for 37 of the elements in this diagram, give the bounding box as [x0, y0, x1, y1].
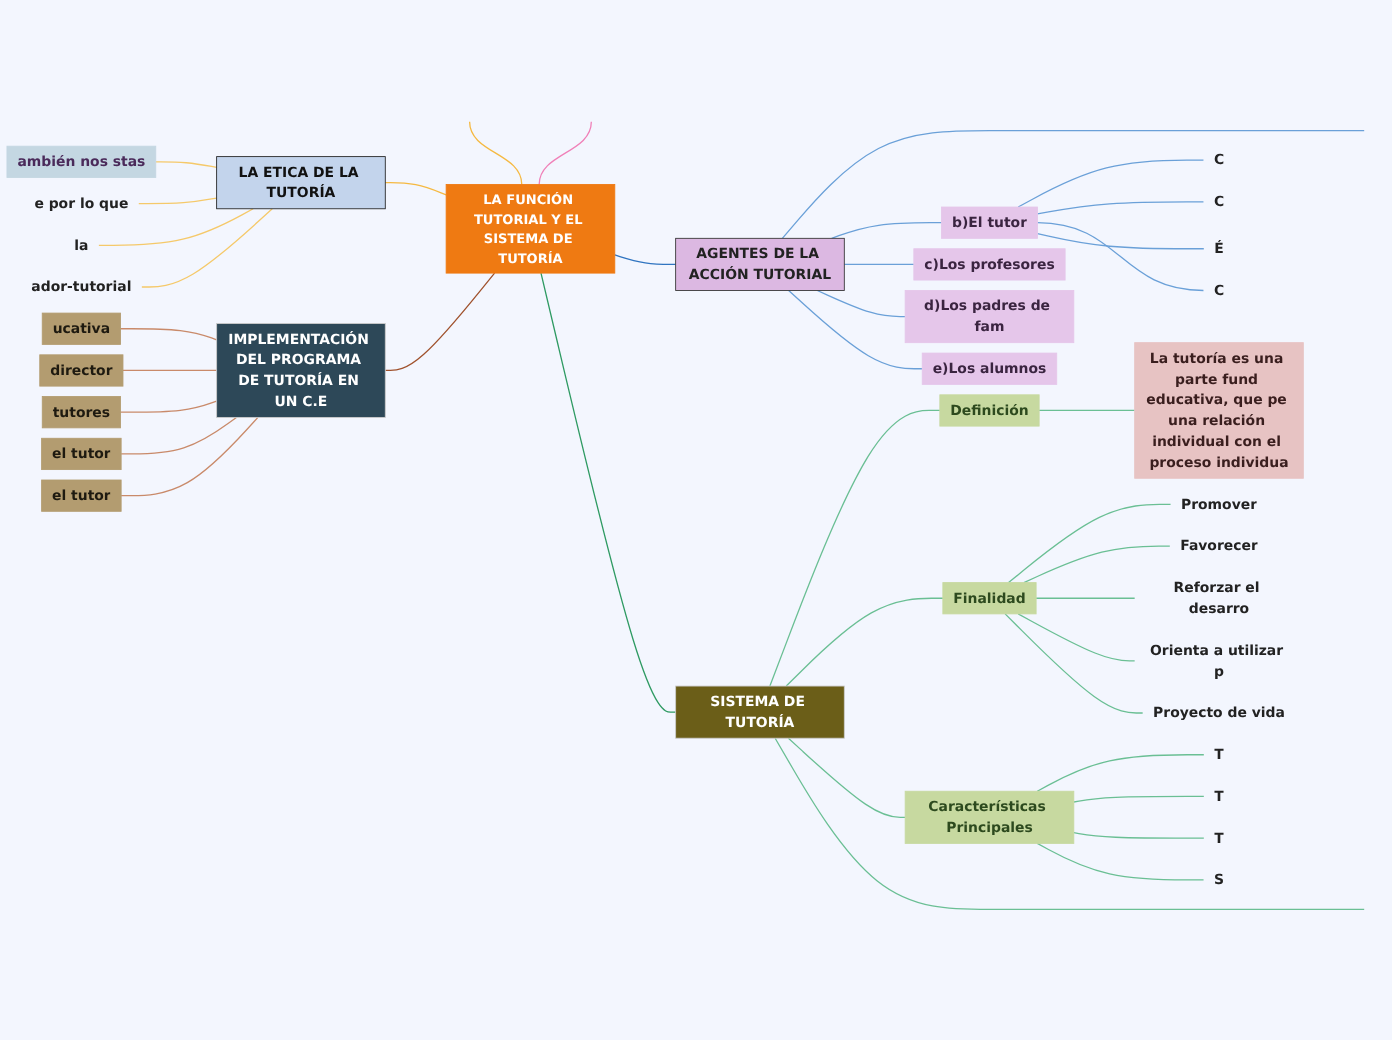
connector — [119, 400, 218, 413]
connector — [384, 272, 496, 372]
connector — [785, 597, 944, 687]
connector — [120, 416, 238, 455]
connector — [1036, 754, 1205, 792]
connector — [1004, 613, 1144, 714]
connector — [1017, 613, 1136, 662]
connector — [1007, 503, 1172, 584]
connector — [1023, 545, 1171, 584]
connector — [816, 289, 906, 318]
connector — [769, 409, 941, 687]
connector — [468, 121, 523, 186]
connector — [1073, 832, 1205, 839]
connector — [1017, 159, 1205, 208]
connector — [1036, 222, 1205, 292]
connector — [122, 369, 218, 372]
connector — [138, 197, 218, 205]
connector — [1036, 232, 1205, 250]
connector — [384, 182, 447, 196]
connector — [120, 416, 259, 497]
connector — [843, 263, 915, 266]
connector — [774, 737, 1365, 911]
connector — [540, 272, 677, 713]
connector — [831, 222, 943, 239]
connector — [788, 289, 923, 370]
connector — [538, 121, 592, 186]
connector — [1035, 597, 1136, 599]
connector — [1036, 201, 1205, 215]
connector — [119, 328, 218, 341]
connector — [1036, 842, 1205, 881]
connector — [155, 161, 218, 168]
connector — [787, 737, 906, 818]
connector — [1073, 795, 1205, 803]
connector — [614, 254, 677, 266]
connector — [98, 208, 254, 246]
connector — [1038, 409, 1136, 412]
connector — [141, 208, 273, 288]
